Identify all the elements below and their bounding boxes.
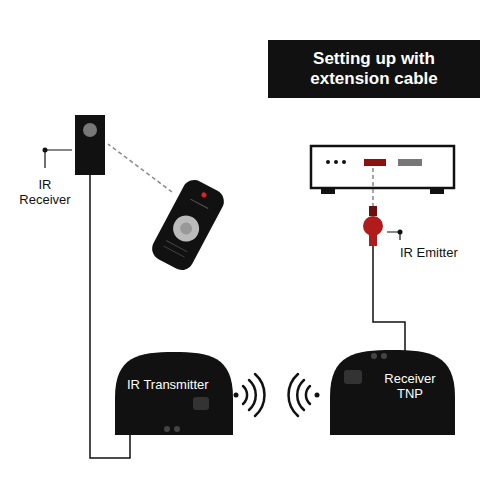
node-label: IR Emitter: [400, 246, 460, 261]
receiver-tnp-dome: Receiver TNP: [330, 350, 455, 435]
title-banner: Setting up with extension cable: [268, 40, 480, 98]
ir-beam: [372, 168, 374, 206]
dome-outline: [330, 350, 455, 435]
wireless-waves: [234, 374, 320, 416]
remote-control: [148, 176, 228, 274]
node-label: Receiver TNP: [370, 372, 450, 402]
title-text: Setting up with extension cable: [282, 49, 466, 88]
text-holder: IR Receiver: [15, 178, 75, 208]
node-label: IR Transmitter: [127, 378, 209, 393]
text-holder: IR Transmitter: [127, 378, 209, 393]
ir-transmitter-dome: IR Transmitter: [115, 352, 233, 435]
emitter-bulb: [362, 206, 384, 246]
node-label: IR Receiver: [15, 178, 75, 208]
extension-cable: [373, 246, 405, 354]
text-holder: Receiver TNP: [370, 372, 450, 402]
dome-outline: [115, 352, 233, 435]
leader-dot: [398, 230, 403, 235]
text-holder: IR Emitter: [400, 246, 460, 261]
text-holder: Setting up with extension cable: [268, 40, 480, 98]
leader-line: [45, 150, 72, 168]
ir-receiver-box: IR Receiver: [75, 115, 105, 175]
leader-dot: [43, 148, 48, 153]
ir-beam: [108, 144, 172, 192]
ir-emitter: IR Emitter: [362, 206, 384, 246]
receiver-eye: [75, 115, 105, 175]
av-device: [311, 146, 454, 194]
